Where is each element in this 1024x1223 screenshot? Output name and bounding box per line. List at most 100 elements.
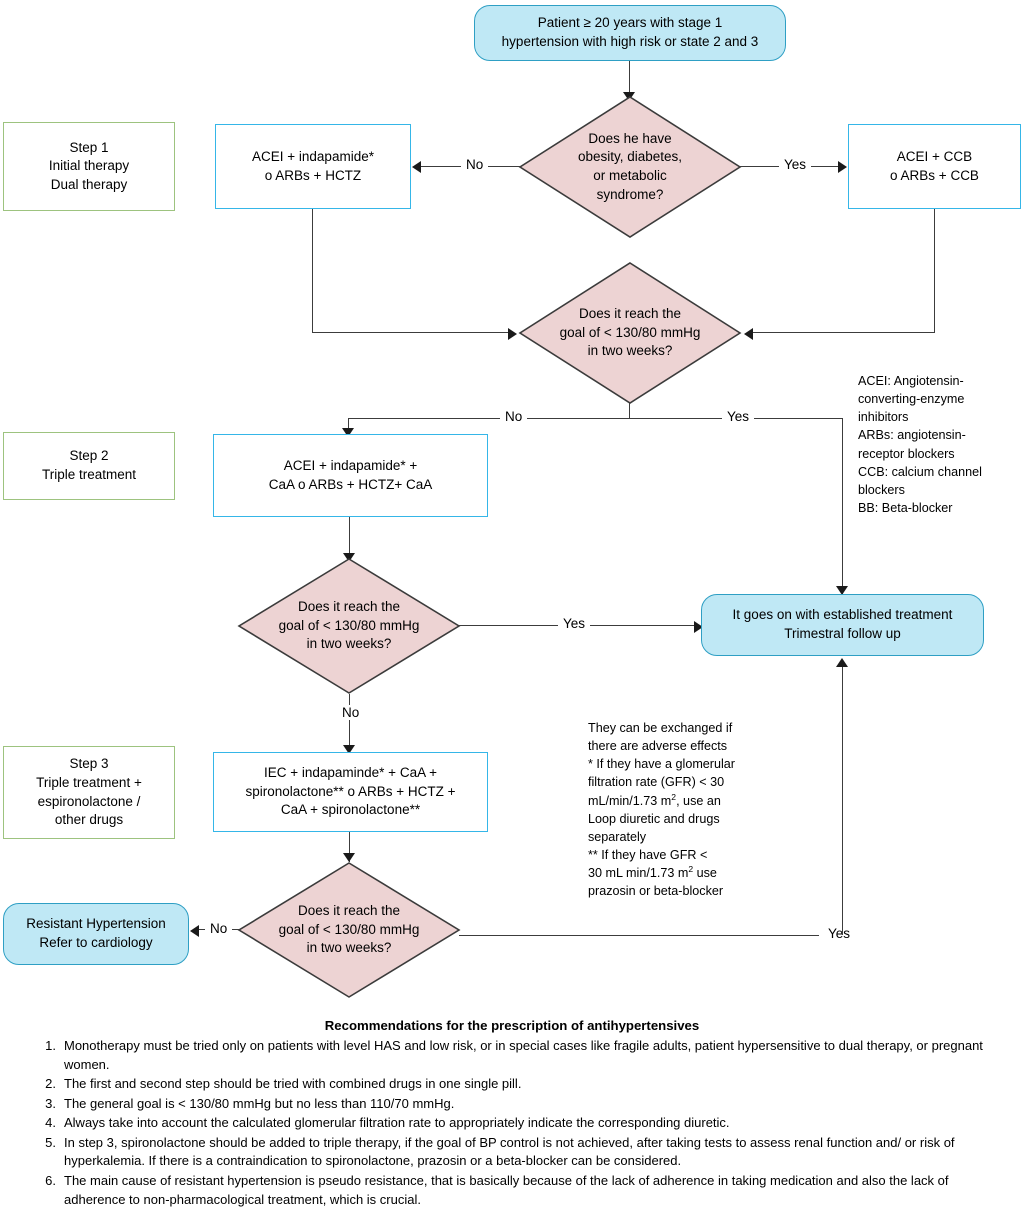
- arrowhead-step1-right: [838, 161, 847, 173]
- recommendation-text: In step 3, spironolactone should be adde…: [64, 1134, 955, 1169]
- recommendation-number: 1.: [45, 1038, 56, 1053]
- arrowhead-decision1-top: [623, 92, 635, 101]
- arrowhead-decision2-left: [508, 328, 517, 340]
- node-step2-treatment: ACEI + indapamide* + CaA o ARBs + HCTZ+ …: [213, 434, 488, 517]
- connector-step1-right-to-decision2: [752, 332, 935, 334]
- step-3-label-line3: espironolactone /: [37, 793, 141, 809]
- connector-step3-to-decision4: [349, 832, 351, 862]
- edge-label-decision3-no: No: [337, 705, 365, 720]
- recommendation-number: 5.: [45, 1134, 56, 1150]
- connector-decision2-down-stub: [629, 403, 631, 419]
- connector-decision2-no-down: [348, 418, 350, 432]
- node-step1-right-line1: ACEI + CCB: [896, 148, 973, 164]
- connector-decision2-yes-down: [842, 418, 844, 594]
- arrowhead-established-bottom: [836, 658, 848, 667]
- node-resistant-hypertension: Resistant Hypertension Refer to cardiolo…: [3, 903, 189, 965]
- arrowhead-resistant-right: [190, 925, 199, 937]
- footnote-line9-b: use: [693, 866, 717, 880]
- arrowhead-established-top: [836, 586, 848, 595]
- node-step2-line1: ACEI + indapamide* +: [283, 457, 418, 473]
- node-resistant-line1: Resistant Hypertension: [26, 916, 166, 932]
- recommendation-item: 6.The main cause of resistant hypertensi…: [34, 1172, 1002, 1209]
- node-step3-line2: spironolactone** o ARBs + HCTZ +: [245, 783, 456, 799]
- edge-label-decision2-no: No: [500, 409, 528, 424]
- footnote-line2: there are adverse effects: [588, 739, 728, 754]
- footnote-line5-a: mL/min/1.73 m: [588, 793, 672, 808]
- step-3-label-line2: Triple treatment +: [36, 774, 142, 790]
- node-step1-left-treatment: ACEI + indapamide* o ARBs + HCTZ: [215, 124, 411, 209]
- footnotes-note: They can be exchanged if there are adver…: [588, 719, 756, 900]
- recommendation-text: Monotherapy must be tried only on patien…: [64, 1038, 983, 1072]
- footnote-line7: separately: [588, 829, 647, 844]
- node-step1-left-line2: o ARBs + HCTZ: [264, 167, 362, 183]
- node-decision-comorbidity: Does he have obesity, diabetes, or metab…: [518, 96, 742, 238]
- step-1-label-line3: Dual therapy: [50, 176, 128, 192]
- footnote-line9-sup: 2: [688, 863, 694, 874]
- connector-decision4-yes-up: [842, 666, 844, 935]
- node-decision-goal-step1: Does it reach the goal of < 130/80 mmHg …: [518, 262, 742, 404]
- footnote-line3: * If they have a glomerular: [588, 757, 736, 772]
- footnote-line8: ** If they have GFR <: [588, 847, 708, 862]
- node-start-line1: Patient ≥ 20 years with stage 1: [537, 15, 723, 31]
- node-step3-treatment: IEC + indapaminde* + CaA + spironolacton…: [213, 752, 488, 832]
- step-1-label-box: Step 1 Initial therapy Dual therapy: [3, 122, 175, 211]
- abbrev-line1: ACEI: Angiotensin-: [858, 374, 964, 388]
- connector-decision2-bus: [348, 418, 842, 420]
- footnote-line1: They can be exchanged if: [588, 721, 733, 735]
- arrowhead-step3-box: [343, 745, 355, 754]
- abbrev-line5: receptor blockers: [858, 446, 955, 461]
- node-established-line2: Trimestral follow up: [784, 626, 901, 641]
- node-decision-goal-step2: Does it reach the goal of < 130/80 mmHg …: [237, 558, 461, 694]
- node-step3-line3: CaA + spironolactone**: [280, 802, 421, 818]
- connector-step1-left-down: [312, 209, 314, 333]
- step-3-label-box: Step 3 Triple treatment + espironolacton…: [3, 746, 175, 839]
- edge-label-decision4-no: No: [205, 921, 233, 936]
- connector-step1-left-to-decision2: [312, 332, 510, 334]
- edge-label-decision4-yes: Yes: [823, 926, 856, 941]
- arrowhead-decision4-top: [343, 853, 355, 862]
- footnote-line5-sup: 2: [671, 791, 677, 802]
- connector-step1-right-down: [934, 209, 936, 333]
- arrowhead-step2-box: [342, 428, 354, 437]
- node-established-treatment: It goes on with established treatment Tr…: [701, 594, 984, 656]
- recommendation-text: The general goal is < 130/80 mmHg but no…: [64, 1095, 455, 1111]
- step-3-label-line4: other drugs: [54, 812, 124, 828]
- recommendation-text: The main cause of resistant hypertension…: [64, 1173, 949, 1207]
- step-2-label-line2: Triple treatment: [41, 467, 137, 482]
- recommendations-section: Recommendations for the prescription of …: [0, 1018, 1024, 1210]
- connector-start-to-decision1: [629, 61, 631, 96]
- node-step3-line1: IEC + indapaminde* + CaA +: [263, 765, 437, 781]
- abbrev-line7: blockers: [858, 482, 905, 497]
- footnote-line6: Loop diuretic and drugs: [588, 811, 720, 826]
- recommendation-number: 4.: [45, 1115, 56, 1131]
- recommendation-text: Always take into account the calculated …: [64, 1115, 730, 1131]
- recommendation-item: 3.The general goal is < 130/80 mmHg but …: [34, 1095, 1002, 1114]
- abbrev-line4: ARBs: angiotensin-: [858, 428, 966, 443]
- arrowhead-decision2-right: [744, 328, 753, 340]
- connector-step2-to-decision3: [349, 517, 351, 558]
- recommendation-item: 2. The first and second step should be tr…: [34, 1075, 1002, 1094]
- edge-label-decision2-yes: Yes: [722, 409, 755, 424]
- footnote-line9: 30 mL min/1.73 m2 use: [588, 864, 756, 882]
- step-2-label-box: Step 2 Triple treatment: [3, 432, 175, 500]
- recommendation-number: 2.: [45, 1076, 56, 1092]
- step-1-label-line2: Initial therapy: [48, 158, 130, 174]
- step-2-label-line1: Step 2: [69, 448, 109, 464]
- node-established-line1: It goes on with established treatment: [732, 607, 953, 623]
- step-1-label-line1: Step 1: [69, 139, 109, 155]
- abbrev-line8: BB: Beta-blocker: [858, 500, 953, 515]
- recommendation-item: 5. In step 3, spironolactone should be ad…: [34, 1134, 1002, 1171]
- arrowhead-step1-left: [412, 161, 421, 173]
- arrowhead-decision3-top: [343, 553, 355, 562]
- abbrev-line6: CCB: calcium channel: [858, 464, 982, 479]
- node-step1-right-line2: o ARBs + CCB: [890, 167, 979, 183]
- footnote-line5-b: , use an: [676, 793, 721, 808]
- edge-label-decision1-yes: Yes: [779, 157, 812, 172]
- connector-decision4-yes: [459, 935, 819, 937]
- recommendation-text: The first and second step should be trie…: [64, 1076, 522, 1092]
- edge-label-decision3-yes: Yes: [558, 616, 591, 631]
- abbrev-line2: converting-enzyme: [858, 392, 965, 407]
- step-3-label-line1: Step 3: [69, 756, 109, 772]
- node-step1-right-treatment: ACEI + CCB o ARBs + CCB: [848, 124, 1021, 209]
